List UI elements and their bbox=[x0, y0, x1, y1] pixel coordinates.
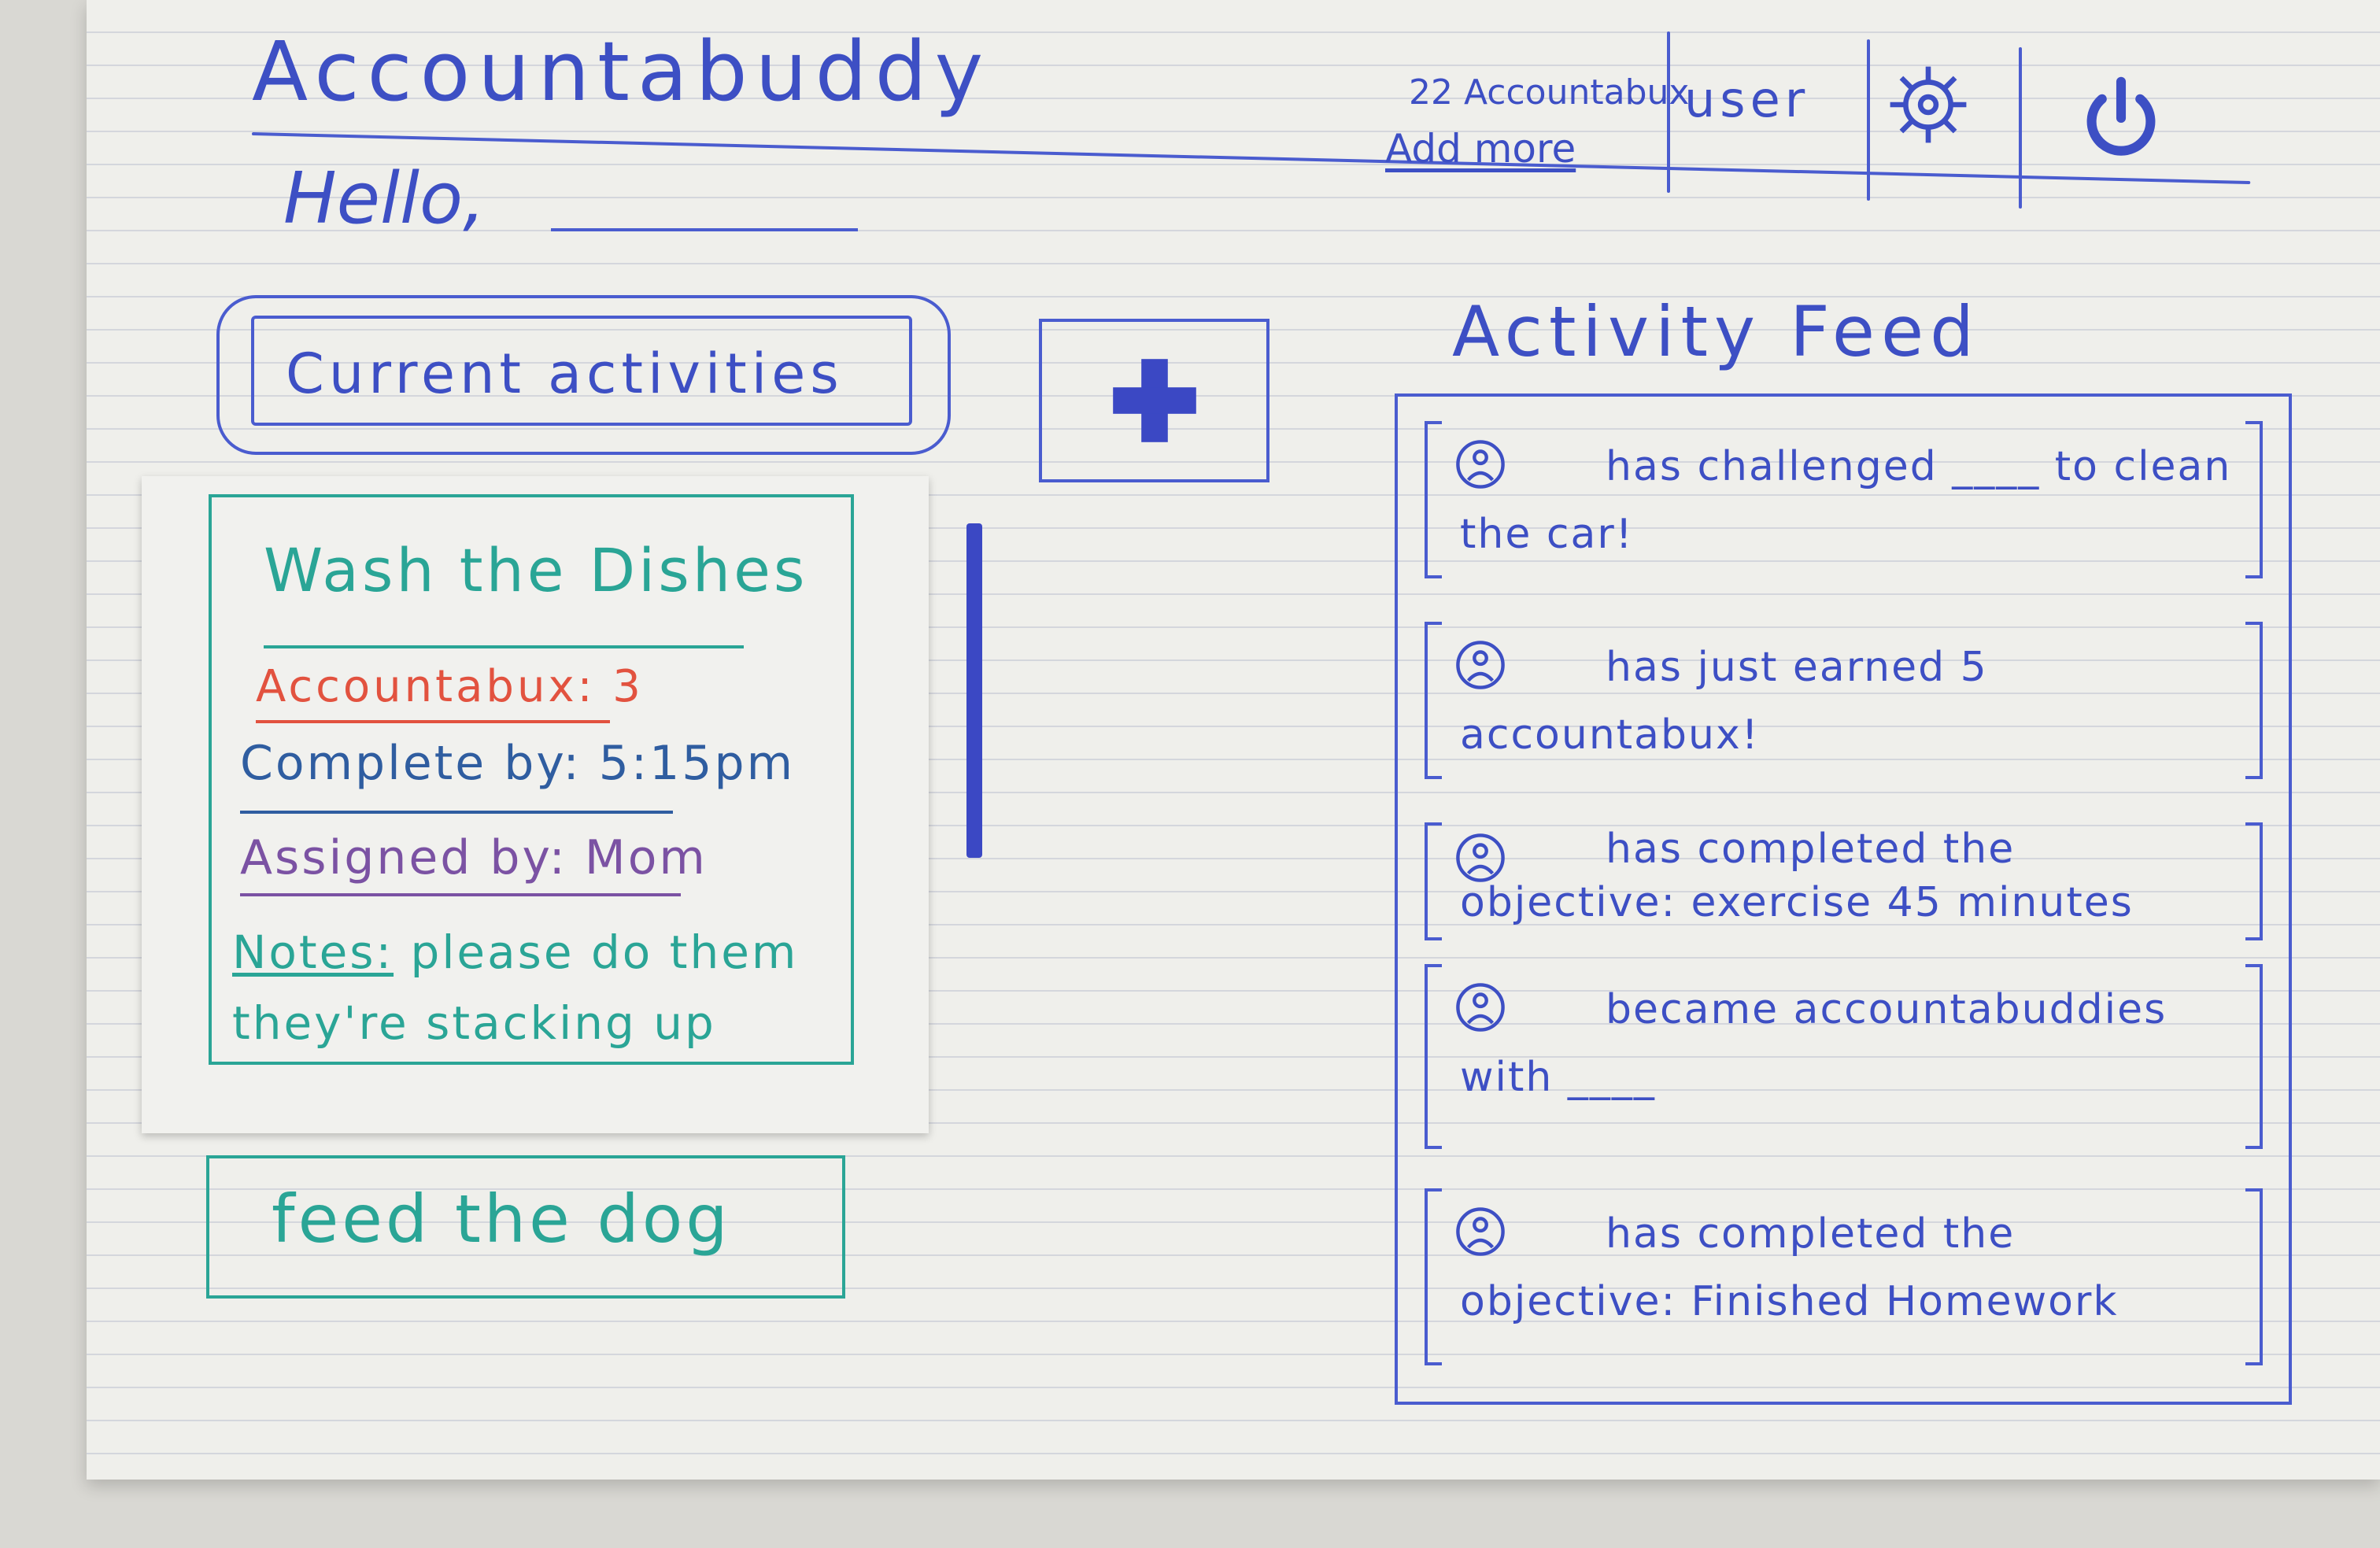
user-avatar-icon bbox=[1456, 440, 1505, 489]
activity-card-expanded bbox=[142, 476, 929, 1133]
app-title: Accountabuddy bbox=[252, 24, 992, 120]
user-avatar-icon bbox=[1456, 1207, 1505, 1256]
activity-title: Wash the Dishes bbox=[264, 535, 808, 605]
complete-by-underline bbox=[240, 811, 673, 814]
feed-item[interactable]: has completed the objective: Finished Ho… bbox=[1425, 1188, 2263, 1365]
feed-item-text: has completed the objective: exercise 45… bbox=[1460, 826, 2134, 926]
title-underline bbox=[264, 645, 744, 648]
activity-feed-panel bbox=[1395, 393, 2292, 1405]
gear-icon[interactable] bbox=[1885, 61, 1972, 148]
activities-scrollbar[interactable] bbox=[966, 523, 982, 858]
activity-card-feed-dog[interactable] bbox=[206, 1155, 845, 1299]
activity-complete-by: Complete by: 5:15pm bbox=[240, 736, 796, 791]
bracket-left bbox=[1425, 622, 1442, 779]
user-avatar-icon bbox=[1456, 641, 1505, 689]
add-more-link[interactable]: Add more bbox=[1385, 126, 1576, 172]
bracket-left bbox=[1425, 1188, 1442, 1365]
greeting-name-blank bbox=[551, 228, 858, 231]
plus-icon bbox=[1112, 359, 1196, 442]
accountabux-balance: 22 Accountabux bbox=[1409, 72, 1690, 113]
user-avatar-icon bbox=[1456, 833, 1505, 882]
feed-item[interactable]: became accountabuddies with ____ bbox=[1425, 964, 2263, 1149]
header-separator bbox=[1667, 31, 1670, 193]
header-separator bbox=[2019, 47, 2022, 209]
feed-item-text: has completed the objective: Finished Ho… bbox=[1460, 1210, 2119, 1325]
bracket-right bbox=[2245, 1188, 2263, 1365]
bracket-right bbox=[2245, 822, 2263, 940]
add-activity-button[interactable] bbox=[1039, 319, 1269, 482]
bracket-right bbox=[2245, 964, 2263, 1149]
user-menu-link[interactable]: user bbox=[1684, 71, 1810, 128]
current-activities-header: Current activities bbox=[216, 295, 951, 455]
activity-card-wash-dishes[interactable] bbox=[209, 494, 854, 1065]
activity-notes: Notes: please do them they're stacking u… bbox=[232, 917, 830, 1058]
current-activities-label: Current activities bbox=[251, 316, 912, 426]
feed-item[interactable]: has completed the objective: exercise 45… bbox=[1425, 822, 2263, 940]
assigned-by-underline bbox=[240, 893, 681, 896]
user-avatar-icon bbox=[1456, 983, 1505, 1032]
bracket-left bbox=[1425, 822, 1442, 940]
activity-feed-title: Activity Feed bbox=[1452, 291, 1981, 372]
notes-label: Notes: bbox=[232, 925, 394, 979]
bracket-right bbox=[2245, 622, 2263, 779]
greeting-text: Hello, bbox=[283, 157, 486, 240]
bracket-right bbox=[2245, 421, 2263, 578]
feed-item[interactable]: has just earned 5 accountabux! bbox=[1425, 622, 2263, 779]
power-icon[interactable] bbox=[2078, 75, 2164, 161]
bracket-left bbox=[1425, 964, 1442, 1149]
feed-item-text: became accountabuddies with ____ bbox=[1460, 986, 2168, 1101]
accountabux-underline bbox=[256, 720, 610, 723]
paper-background bbox=[87, 0, 2380, 1480]
feed-item[interactable]: has challenged ____ to clean the car! bbox=[1425, 421, 2263, 578]
activity-assigned-by: Assigned by: Mom bbox=[240, 830, 708, 885]
feed-item-text: has challenged ____ to clean the car! bbox=[1460, 443, 2232, 558]
bracket-left bbox=[1425, 421, 1442, 578]
header-separator bbox=[1867, 39, 1870, 201]
notes-text: please do them they're stacking up bbox=[232, 925, 799, 1050]
activity-accountabux: Accountabux: 3 bbox=[256, 661, 644, 712]
feed-item-text: has just earned 5 accountabux! bbox=[1460, 644, 1988, 759]
activity-title: feed the dog bbox=[272, 1180, 731, 1258]
